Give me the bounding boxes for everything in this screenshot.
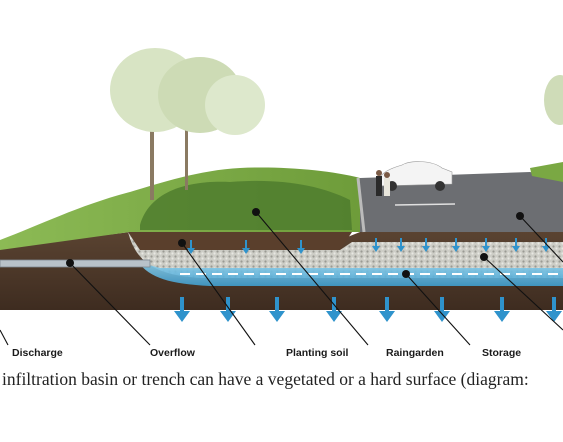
infiltration-arrows-lower — [174, 297, 562, 322]
label-storage: Storage — [482, 347, 522, 359]
car — [377, 161, 453, 191]
people — [376, 170, 390, 196]
gravel-storage — [128, 232, 563, 278]
label-planting-soil: Planting soil — [286, 347, 349, 359]
asphalt-surface — [360, 172, 563, 232]
curb — [356, 177, 366, 233]
tree-left — [110, 48, 265, 200]
leader-lines — [0, 211, 563, 346]
infiltration-arrows-upper — [187, 238, 550, 254]
figure-caption: infiltration basin or trench can have a … — [2, 369, 529, 389]
leader-dots — [66, 208, 524, 278]
grass-edge-right — [530, 162, 563, 182]
planting-soil-basin — [128, 232, 352, 250]
parking-line — [394, 203, 456, 206]
tree-right — [544, 75, 563, 125]
discharge-pipe — [0, 259, 151, 268]
label-discharge: Discharge — [12, 347, 63, 359]
label-raingarden: Raingarden — [386, 347, 444, 359]
label-overflow: Overflow — [150, 347, 195, 359]
storage-water — [138, 262, 563, 286]
raingarden-plants — [140, 180, 352, 230]
